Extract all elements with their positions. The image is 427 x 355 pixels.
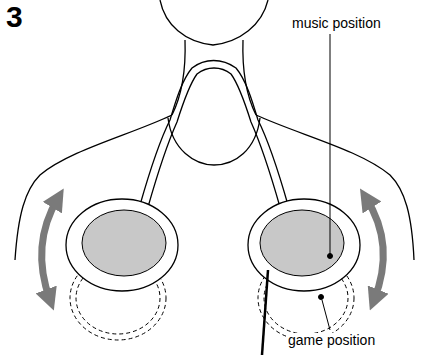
headband <box>140 61 288 208</box>
music-position-cup <box>66 199 360 291</box>
step-number: 3 <box>4 0 25 33</box>
part-label: music position <box>290 16 383 31</box>
leader-line <box>319 34 333 330</box>
rotation-arrow <box>42 198 384 300</box>
cable <box>262 270 268 355</box>
part-label: game position <box>286 333 377 348</box>
